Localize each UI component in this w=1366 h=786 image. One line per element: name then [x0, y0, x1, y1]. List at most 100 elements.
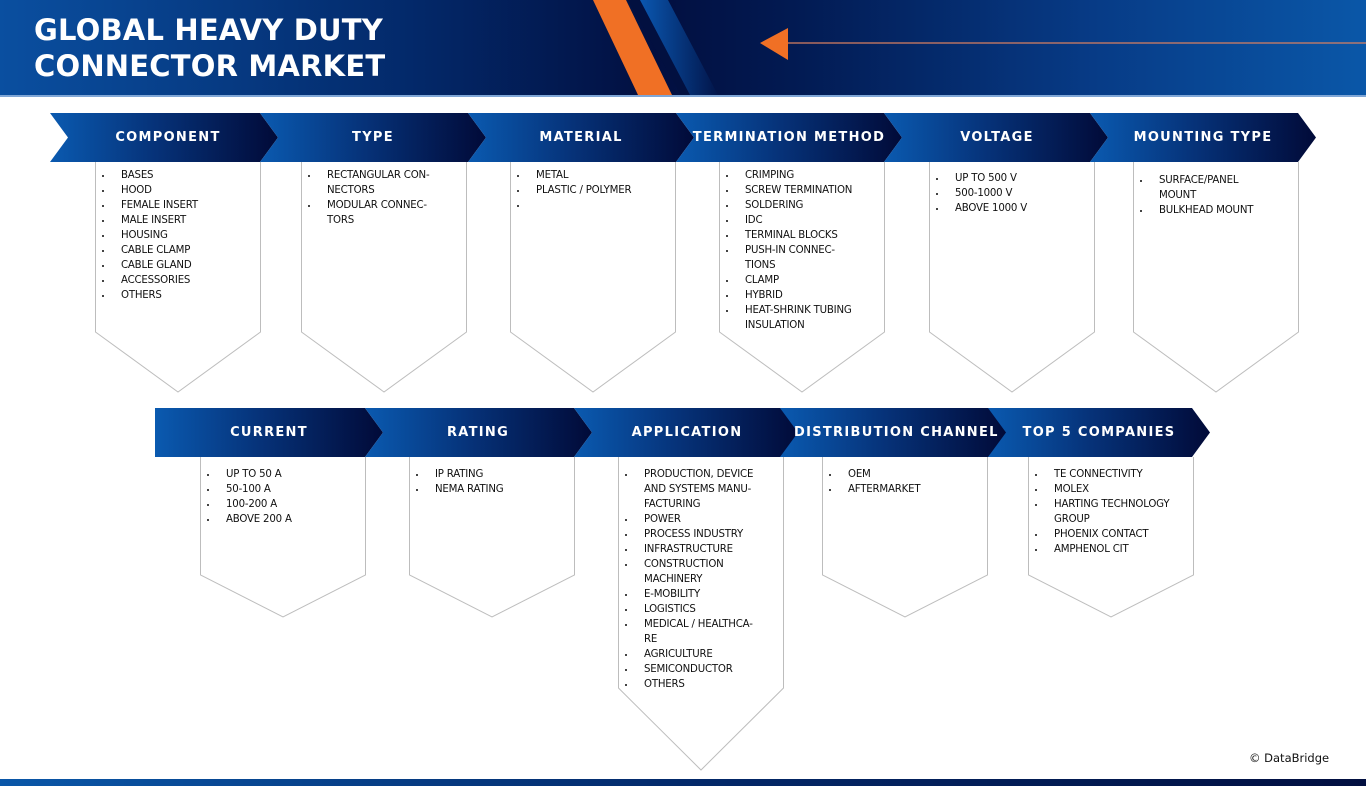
list-item: LOGISTICS	[625, 602, 762, 617]
segment-list: RECTANGULAR CON-NECTORS MODULAR CONNEC-T…	[301, 168, 445, 228]
segment-list: METAL PLASTIC / POLYMER	[510, 168, 654, 213]
list-item: HOUSING	[102, 228, 239, 243]
segment-box-application: PRODUCTION, DEVICE AND SYSTEMS MANU-FACT…	[618, 457, 784, 773]
footer-bar	[0, 779, 1366, 786]
list-item: HEAT-SHRINK TUBING INSULATION	[726, 303, 863, 333]
list-item: OTHERS	[625, 677, 762, 692]
list-item: SURFACE/PANEL MOUNT	[1140, 173, 1277, 203]
list-item: SEMICONDUCTOR	[625, 662, 762, 677]
segment-title: MATERIAL	[539, 130, 623, 145]
list-item: AFTERMARKET	[829, 482, 966, 497]
list-item: PRODUCTION, DEVICE AND SYSTEMS MANU-FACT…	[625, 467, 762, 512]
chevron-top-5-companies: TOP 5 COMPANIES	[988, 408, 1218, 457]
list-item: OEM	[829, 467, 966, 482]
list-item: AMPHENOL CIT	[1035, 542, 1172, 557]
list-item: 500-1000 V	[936, 186, 1073, 201]
list-item: SOLDERING	[726, 198, 863, 213]
chevron-material: MATERIAL	[468, 113, 698, 162]
segment-list: PRODUCTION, DEVICE AND SYSTEMS MANU-FACT…	[618, 467, 762, 692]
list-item: PLASTIC / POLYMER	[517, 183, 654, 198]
segment-box-material: METAL PLASTIC / POLYMER	[510, 162, 676, 394]
list-item: ABOVE 1000 V	[936, 201, 1073, 216]
list-item: NEMA RATING	[416, 482, 553, 497]
segment-box-termination-method: CRIMPING SCREW TERMINATION SOLDERING IDC…	[719, 162, 885, 394]
segment-box-rating: IP RATING NEMA RATING	[409, 457, 575, 621]
segment-title: TOP 5 COMPANIES	[1022, 425, 1176, 440]
list-item: AGRICULTURE	[625, 647, 762, 662]
segment-title: CURRENT	[230, 425, 308, 440]
list-item: ABOVE 200 A	[207, 512, 344, 527]
list-item: PROCESS INDUSTRY	[625, 527, 762, 542]
list-item: POWER	[625, 512, 762, 527]
segment-title: TYPE	[352, 130, 394, 145]
chevron-current: CURRENT	[155, 408, 385, 457]
chevron-mounting-type: MOUNTING TYPE	[1090, 113, 1320, 162]
segment-box-top-5-companies: TE CONNECTIVITY MOLEX HARTING TECHNOLOGY…	[1028, 457, 1194, 621]
list-item: CLAMP	[726, 273, 863, 288]
segment-list: OEM AFTERMARKET	[822, 467, 966, 497]
segment-list: UP TO 50 A 50-100 A 100-200 A ABOVE 200 …	[200, 467, 344, 527]
list-item: SCREW TERMINATION	[726, 183, 863, 198]
list-item: CABLE GLAND	[102, 258, 239, 273]
list-item: METAL	[517, 168, 654, 183]
list-item: 100-200 A	[207, 497, 344, 512]
chevron-type: TYPE	[260, 113, 490, 162]
segment-box-mounting-type: SURFACE/PANEL MOUNT BULKHEAD MOUNT	[1133, 162, 1299, 394]
segment-box-type: RECTANGULAR CON-NECTORS MODULAR CONNEC-T…	[301, 162, 467, 394]
list-item: FEMALE INSERT	[102, 198, 239, 213]
list-item: MEDICAL / HEALTHCA-RE	[625, 617, 762, 647]
list-item: CRIMPING	[726, 168, 863, 183]
chevron-application: APPLICATION	[574, 408, 804, 457]
list-item: TE CONNECTIVITY	[1035, 467, 1172, 482]
segment-title: COMPONENT	[115, 130, 221, 145]
segment-box-component: BASES HOOD FEMALE INSERT MALE INSERT HOU…	[95, 162, 261, 394]
list-item: HARTING TECHNOLOGY GROUP	[1035, 497, 1172, 527]
segment-list: UP TO 500 V 500-1000 V ABOVE 1000 V	[929, 171, 1073, 216]
list-item: RECTANGULAR CON-NECTORS	[308, 168, 445, 198]
list-item: IP RATING	[416, 467, 553, 482]
list-item: BASES	[102, 168, 239, 183]
list-item: 50-100 A	[207, 482, 344, 497]
page-title: GLOBAL HEAVY DUTY CONNECTOR MARKET	[34, 13, 386, 83]
list-item: IDC	[726, 213, 863, 228]
segment-box-distribution-channel: OEM AFTERMARKET	[822, 457, 988, 621]
segment-title: DISTRIBUTION CHANNEL	[794, 425, 999, 440]
segment-title: APPLICATION	[631, 425, 743, 440]
blue-stripe	[640, 0, 718, 95]
list-item	[517, 198, 654, 213]
chevron-termination-method: TERMINATION METHOD	[676, 113, 906, 162]
segment-title: TERMINATION METHOD	[692, 130, 886, 145]
header-divider	[0, 95, 1366, 97]
chevron-voltage: VOLTAGE	[884, 113, 1114, 162]
list-item: UP TO 50 A	[207, 467, 344, 482]
list-item: E-MOBILITY	[625, 587, 762, 602]
list-item: CABLE CLAMP	[102, 243, 239, 258]
segment-title: MOUNTING TYPE	[1133, 130, 1273, 145]
segment-title: RATING	[446, 425, 510, 440]
list-item: CONSTRUCTION MACHINERY	[625, 557, 762, 587]
segment-list: IP RATING NEMA RATING	[409, 467, 553, 497]
list-item: INFRASTRUCTURE	[625, 542, 762, 557]
list-item: HOOD	[102, 183, 239, 198]
segment-title: VOLTAGE	[960, 130, 1034, 145]
copyright-text: © DataBridge	[1249, 751, 1330, 765]
list-item: TERMINAL BLOCKS	[726, 228, 863, 243]
list-item: MOLEX	[1035, 482, 1172, 497]
chevron-distribution-channel: DISTRIBUTION CHANNEL	[780, 408, 1010, 457]
segment-box-current: UP TO 50 A 50-100 A 100-200 A ABOVE 200 …	[200, 457, 366, 621]
list-item: MALE INSERT	[102, 213, 239, 228]
list-item: ACCESSORIES	[102, 273, 239, 288]
segment-box-voltage: UP TO 500 V 500-1000 V ABOVE 1000 V	[929, 162, 1095, 394]
list-item: MODULAR CONNEC-TORS	[308, 198, 445, 228]
segment-list: BASES HOOD FEMALE INSERT MALE INSERT HOU…	[95, 168, 239, 303]
chevron-component: COMPONENT	[50, 113, 280, 162]
orange-stripe	[593, 0, 672, 95]
header-banner: GLOBAL HEAVY DUTY CONNECTOR MARKET	[0, 0, 1366, 95]
list-item: PHOENIX CONTACT	[1035, 527, 1172, 542]
segment-list: CRIMPING SCREW TERMINATION SOLDERING IDC…	[719, 168, 863, 333]
list-item: HYBRID	[726, 288, 863, 303]
list-item: UP TO 500 V	[936, 171, 1073, 186]
segment-list: SURFACE/PANEL MOUNT BULKHEAD MOUNT	[1133, 173, 1277, 218]
segment-list: TE CONNECTIVITY MOLEX HARTING TECHNOLOGY…	[1028, 467, 1172, 557]
list-item: OTHERS	[102, 288, 239, 303]
